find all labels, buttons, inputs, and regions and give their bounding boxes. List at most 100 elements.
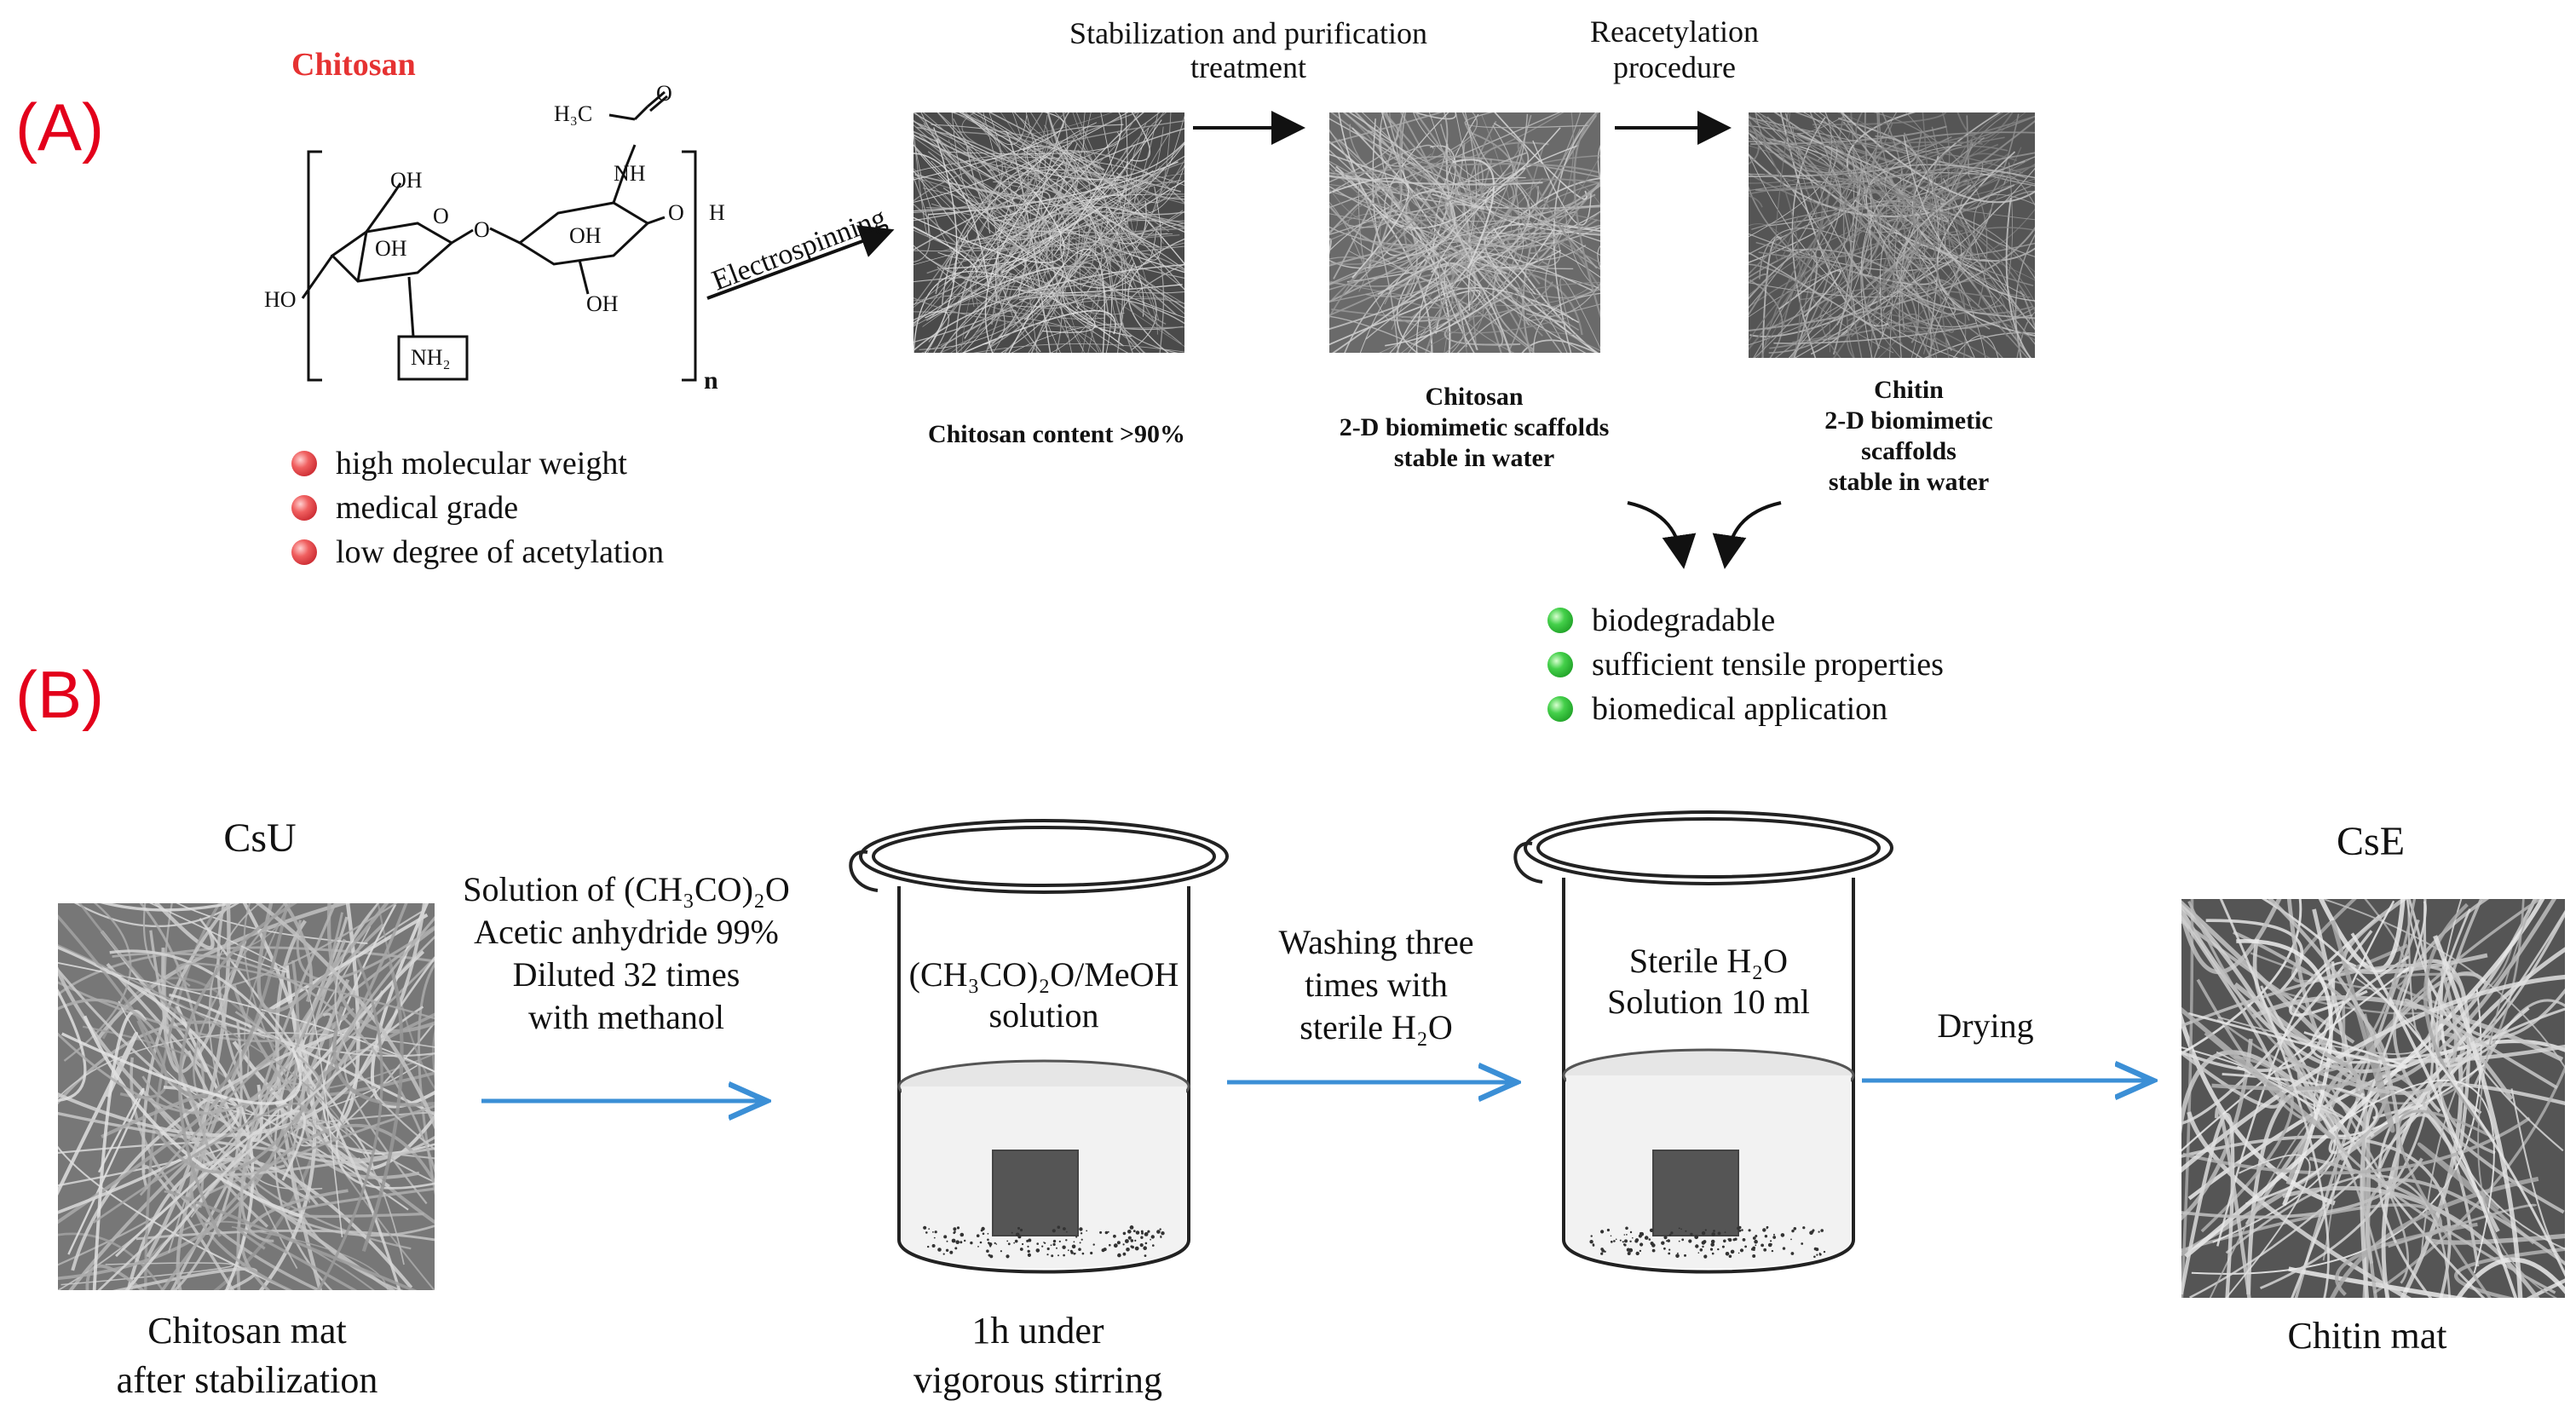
fiber	[1749, 137, 1808, 184]
sediment-speck	[1600, 1230, 1605, 1234]
fiber	[2216, 1051, 2345, 1119]
fiber	[1329, 205, 1600, 285]
sediment-speck	[1644, 1236, 1649, 1240]
reagent-line2: Acetic anhydride 99%	[474, 913, 779, 951]
sediment-speck	[1065, 1239, 1068, 1242]
fiber	[931, 203, 1173, 235]
fiber	[1754, 112, 1991, 330]
fiber	[1948, 140, 1973, 207]
sediment-speck	[1081, 1238, 1083, 1241]
reacetylation-label-line1: Reacetylation	[1590, 14, 1759, 49]
sediment-speck	[1007, 1242, 1011, 1246]
fiber	[1013, 154, 1158, 335]
fiber	[1786, 112, 1843, 135]
fiber	[976, 142, 1073, 279]
fiber	[1452, 158, 1495, 269]
sediment-speck	[937, 1248, 942, 1252]
fiber	[2377, 1007, 2565, 1298]
fiber	[1517, 141, 1600, 291]
sediment-speck	[1793, 1227, 1797, 1230]
sediment-speck	[1640, 1242, 1644, 1247]
fiber	[1768, 112, 1853, 354]
h3c-label: H₃C	[554, 101, 592, 126]
sediment-speck	[933, 1236, 936, 1239]
fiber	[949, 235, 1094, 307]
fiber	[927, 264, 1017, 353]
fiber	[1006, 178, 1103, 353]
fiber	[1535, 182, 1600, 234]
fiber	[1329, 120, 1399, 183]
fiber	[993, 181, 1080, 353]
sediment-speck	[1075, 1236, 1078, 1238]
beaker1-solution-line1: (CH₃CO)₂O/MeOH	[908, 955, 1179, 994]
sediment-speck	[1688, 1239, 1692, 1243]
sediment-speck	[1140, 1230, 1144, 1233]
fiber	[1532, 140, 1592, 226]
sediment-speck	[1744, 1245, 1747, 1248]
fiber	[951, 112, 1116, 241]
sediment-speck	[1790, 1238, 1792, 1241]
caption-chitin-line2: 2-D biomimetic	[1824, 406, 1993, 435]
fiber	[2236, 1065, 2337, 1206]
fiber	[959, 112, 1144, 317]
sediment-speck	[1640, 1231, 1645, 1236]
fiber	[913, 112, 1069, 305]
sediment-speck	[1624, 1239, 1628, 1243]
sediment-speck	[1078, 1248, 1081, 1251]
fiber	[1533, 292, 1600, 353]
fiber	[1903, 113, 2020, 210]
fiber	[988, 149, 1092, 349]
sediment-speck	[1150, 1238, 1151, 1241]
sediment-speck	[1006, 1254, 1010, 1259]
sediment-speck	[994, 1242, 996, 1244]
sediment-speck	[1681, 1238, 1685, 1242]
fiber	[960, 112, 1127, 189]
fiber	[2426, 979, 2565, 1040]
sediment-speck	[1728, 1254, 1732, 1259]
sediment-speck	[1606, 1228, 1610, 1232]
fiber	[109, 949, 401, 1290]
sediment-speck	[1737, 1226, 1740, 1230]
fiber	[97, 1006, 424, 1290]
caption-chitin-line3: scaffolds	[1861, 437, 1956, 465]
reagent-line1: Solution of (CH₃CO)₂O	[463, 870, 790, 908]
fiber	[936, 112, 1030, 237]
sediment-speck	[1073, 1241, 1075, 1243]
fiber	[913, 112, 1184, 181]
fiber	[1329, 149, 1503, 348]
sediment-speck	[1629, 1230, 1633, 1234]
sediment-speck	[1678, 1240, 1680, 1242]
sediment-speck	[1770, 1240, 1772, 1242]
fiber	[1361, 112, 1568, 353]
beaker1-solution-line2: solution	[988, 996, 1099, 1035]
sediment-speck	[1627, 1252, 1631, 1255]
fiber	[944, 194, 1098, 353]
fiber	[1329, 186, 1394, 253]
fiber	[58, 1232, 164, 1290]
reagent-line3: Diluted 32 times	[512, 955, 741, 994]
fiber	[112, 952, 435, 1173]
o-label-2: O	[433, 204, 449, 228]
fiber	[1749, 112, 1833, 308]
fiber	[1329, 219, 1529, 262]
fiber	[913, 310, 949, 353]
sediment-speck	[1711, 1252, 1714, 1255]
sediment-speck	[1754, 1239, 1758, 1244]
fiber	[937, 119, 1162, 261]
sediment-speck	[1622, 1241, 1624, 1243]
fiber	[1932, 145, 2008, 337]
sediment-speck	[1022, 1242, 1024, 1246]
fiber	[971, 112, 1112, 353]
sediment-speck	[1080, 1232, 1083, 1235]
fiber	[1425, 112, 1478, 163]
sediment-speck	[1113, 1234, 1116, 1238]
fiber	[926, 161, 1129, 321]
fiber	[2181, 919, 2355, 1044]
sediment-speck	[1134, 1246, 1139, 1251]
sediment-speck	[1046, 1247, 1050, 1251]
fiber	[2510, 1088, 2565, 1265]
fiber	[142, 903, 398, 991]
fiber	[1329, 216, 1451, 265]
property-label: high molecular weight	[336, 446, 627, 481]
fiber	[1952, 335, 1999, 358]
